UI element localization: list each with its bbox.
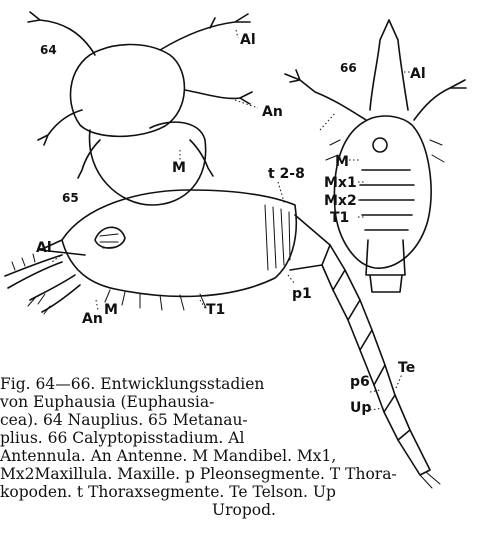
label-66-t1: T1	[330, 210, 349, 226]
pointer-64-an-line	[320, 112, 336, 130]
caption-line-5: Antennula. An Antenne. M Mandibel. Mx1,	[0, 447, 488, 465]
label-65-te: Te	[398, 360, 415, 376]
calyptopis-drawing	[285, 20, 466, 292]
label-66-mx2: Mx2	[324, 193, 357, 209]
metanauplius-antenna	[30, 275, 80, 312]
calyptopis-eye	[373, 138, 387, 152]
metanauplius-hatching	[265, 205, 290, 270]
caption-line-8: Uropod.	[0, 501, 488, 519]
metanauplius-pleon-2	[322, 245, 345, 290]
metanauplius-antennula-setae	[12, 254, 35, 270]
nauplius-mandible-right	[190, 140, 213, 176]
label-64-an: An	[262, 104, 283, 120]
metanauplius-eye	[95, 227, 125, 248]
label-65-t1: T1	[206, 302, 225, 318]
label-65-an: An	[82, 311, 103, 327]
figure-caption: Fig. 64—66. Entwicklungsstadien von Euph…	[0, 375, 488, 519]
caption-line-1: Fig. 64—66. Entwicklungsstadien	[0, 375, 330, 393]
caption-line-3: cea). 64 Nauplius. 65 Metanau-	[0, 411, 330, 429]
label-66-m: M	[335, 154, 349, 170]
pointer-65-t28	[278, 182, 285, 205]
metanauplius-pleon-4	[348, 300, 372, 350]
calyptopis-telson	[370, 275, 402, 292]
calyptopis-abdomen	[366, 240, 405, 275]
pointer-65-p1	[288, 275, 294, 283]
calyptopis-rostrum	[370, 20, 408, 110]
label-66-al: Al	[410, 66, 426, 82]
label-65-p1: p1	[292, 286, 312, 302]
calyptopis-antenna-left	[285, 70, 366, 120]
label-65-t28: t 2-8	[268, 166, 305, 182]
pointer-65-an	[96, 300, 98, 310]
caption-line-2: von Euphausia (Euphausia-	[0, 393, 330, 411]
fig-number-64: 64	[40, 43, 57, 57]
caption-line-6: Mx2Maxillula. Maxille. p Pleonsegmente. …	[0, 465, 488, 483]
metanauplius-thoracopods	[105, 290, 206, 310]
label-64-al: Al	[240, 32, 256, 48]
label-66-mx1: Mx1	[324, 175, 357, 191]
metanauplius-antennula	[5, 255, 62, 288]
nauplius-posterior	[90, 122, 206, 205]
fig-number-66: 66	[340, 61, 357, 75]
fig-number-65: 65	[62, 191, 79, 205]
pointer-64-al	[236, 30, 238, 38]
nauplius-antenna-right	[185, 90, 252, 104]
nauplius-antennula-left	[28, 12, 95, 55]
label-64-m: M	[172, 160, 186, 176]
metanauplius-pleon-3	[333, 270, 360, 320]
calyptopis-antenna-right	[414, 80, 466, 120]
metanauplius-antenna-setae	[28, 294, 50, 314]
caption-line-7: kopoden. t Thoraxsegmente. Te Telson. Up	[0, 483, 488, 501]
caption-line-4: plius. 66 Calyptopisstadium. Al	[0, 429, 330, 447]
metanauplius-eye-hatch	[100, 234, 118, 248]
nauplius-antennula-right	[160, 14, 250, 50]
label-65-m: M	[104, 302, 118, 318]
label-65-al: Al	[36, 240, 52, 256]
nauplius-drawing	[28, 12, 258, 205]
calyptopis-segments	[360, 170, 414, 230]
